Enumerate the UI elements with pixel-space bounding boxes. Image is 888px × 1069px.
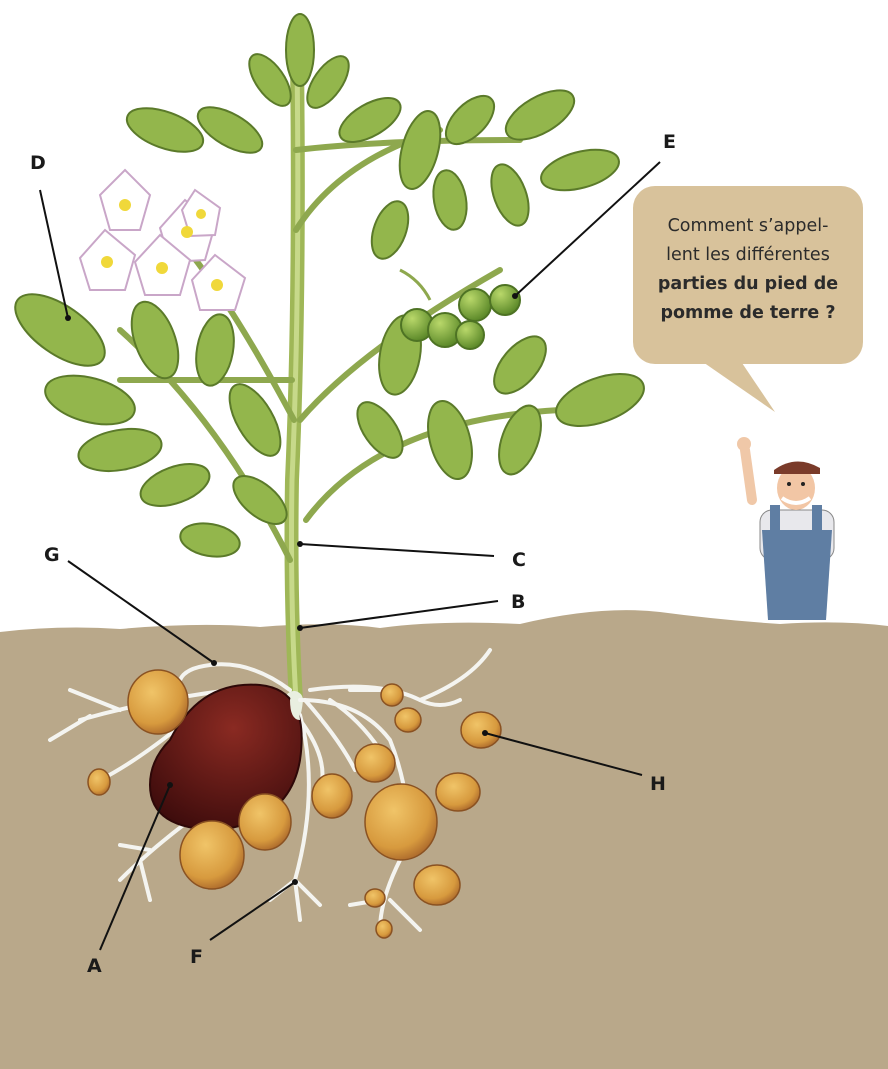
speech-bubble: Comment s’appel- lent les différentes pa… (633, 186, 863, 364)
label-h: H (650, 773, 666, 795)
label-e: E (663, 131, 676, 153)
label-c: C (512, 549, 526, 571)
soil (0, 610, 888, 1069)
leader-line-c (300, 544, 494, 556)
bubble-line-2: lent les différentes (633, 241, 863, 270)
label-a: A (87, 955, 102, 977)
label-b: B (511, 591, 525, 613)
speech-bubble-tail (700, 360, 775, 412)
speech-bubble-text: Comment s’appel- lent les différentes pa… (633, 212, 863, 328)
berries (400, 270, 520, 349)
bubble-line-3: parties du pied de (633, 270, 863, 299)
bubble-line-4: pomme de terre ? (633, 299, 863, 328)
stem (286, 60, 298, 720)
bubble-line-1: Comment s’appel- (633, 212, 863, 241)
label-d: D (30, 152, 46, 174)
label-g: G (44, 544, 60, 566)
label-f: F (190, 946, 203, 968)
farmer-figure (737, 437, 834, 620)
